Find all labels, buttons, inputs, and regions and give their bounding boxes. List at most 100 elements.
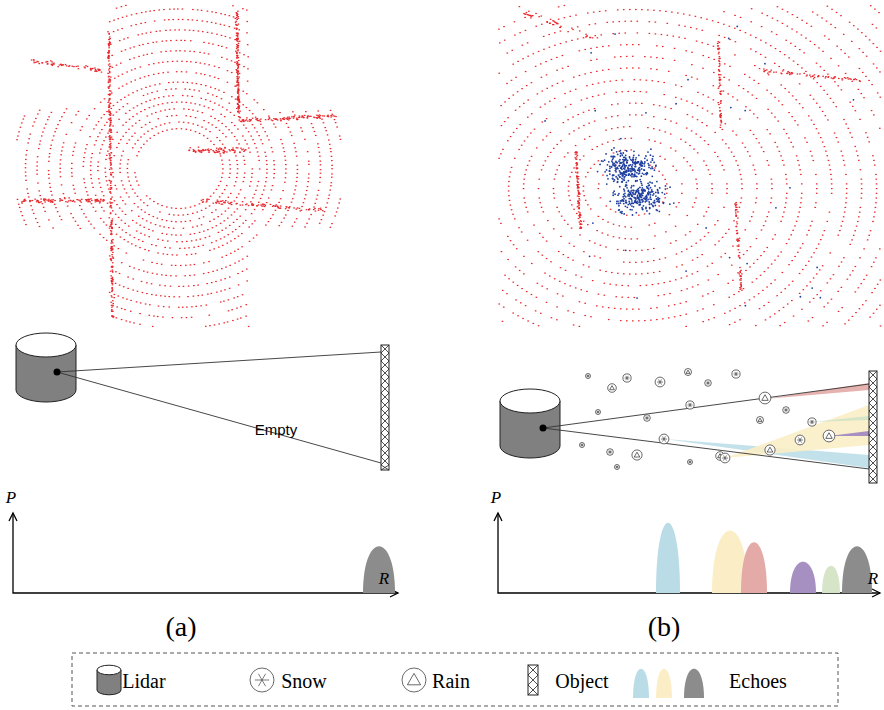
cloud-point — [285, 177, 287, 178]
cloud-point — [162, 41, 164, 42]
cloud-point — [201, 294, 203, 295]
cloud-point — [223, 202, 225, 203]
cloud-point — [157, 104, 159, 105]
cloud-point — [234, 125, 236, 126]
cloud-point — [74, 193, 76, 194]
cloud-point — [168, 306, 170, 307]
cloud-point — [90, 198, 92, 199]
cloud-point — [234, 262, 236, 263]
cloud-point — [263, 109, 265, 110]
cloud-point — [195, 117, 197, 118]
cloud-point — [109, 72, 111, 73]
cloud-point — [213, 219, 215, 220]
cloud-point — [111, 249, 113, 250]
cloud-point — [110, 185, 112, 186]
cloud-point — [227, 218, 229, 219]
cloud-point — [86, 144, 88, 145]
cloud-point — [83, 178, 85, 179]
cloud-point — [109, 71, 111, 72]
cloud-point — [126, 252, 128, 253]
cloud-point — [141, 88, 143, 89]
cloud-point — [119, 163, 121, 164]
cloud-point — [216, 225, 218, 226]
cloud-point — [116, 111, 118, 112]
cloud-point — [201, 210, 203, 211]
cloud-point — [265, 224, 267, 225]
cloud-point — [149, 304, 151, 305]
cloud-point — [221, 268, 223, 269]
cloud-point — [248, 205, 250, 206]
cloud-point — [36, 170, 38, 171]
cloud-point — [127, 176, 129, 177]
cloud-point — [22, 215, 24, 216]
cloud-point — [213, 248, 215, 249]
cloud-point — [174, 29, 176, 30]
cloud-point — [340, 139, 342, 140]
cloud-point — [165, 89, 167, 90]
cloud-point — [109, 90, 111, 91]
cloud-point — [256, 147, 258, 148]
cloud-point — [244, 164, 246, 165]
cloud-point — [131, 243, 133, 244]
cloud-point — [330, 110, 332, 111]
cloud-point — [108, 43, 110, 44]
cloud-point — [238, 108, 240, 109]
cloud-point — [154, 98, 156, 99]
cloud-point — [138, 56, 140, 57]
cloud-point — [320, 169, 322, 170]
cloud-point — [109, 126, 111, 127]
cloud-point — [238, 60, 240, 61]
cloud-point — [110, 108, 112, 109]
cloud-point — [42, 203, 44, 204]
cloud-point — [275, 127, 277, 128]
cloud-point — [130, 300, 132, 301]
cloud-point — [321, 119, 323, 120]
cloud-point — [161, 264, 163, 265]
cloud-point — [287, 210, 289, 211]
cloud-point — [171, 115, 173, 116]
cloud-point — [122, 229, 124, 230]
cloud-point — [220, 24, 222, 25]
cloud-point — [230, 253, 232, 254]
cloud-point — [334, 116, 336, 117]
cloud-point — [222, 144, 224, 145]
cloud-point — [328, 198, 330, 199]
cloud-point — [201, 224, 203, 225]
cloud-point — [207, 229, 209, 230]
cloud-point — [157, 203, 159, 204]
cloud-point — [243, 66, 245, 67]
cloud-point — [40, 201, 42, 202]
cloud-point — [224, 151, 226, 152]
cloud-point — [141, 103, 143, 104]
cloud-point — [211, 242, 213, 243]
cloud-point — [203, 106, 205, 107]
cloud-point — [109, 180, 111, 181]
cloud-point — [151, 113, 153, 114]
cloud-point — [161, 274, 163, 275]
cloud-point — [126, 320, 128, 321]
cloud-point — [264, 131, 266, 132]
cloud-point — [131, 69, 133, 70]
cloud-point — [206, 21, 208, 22]
cloud-point — [148, 75, 150, 76]
cloud-point — [133, 57, 135, 58]
cloud-point — [146, 54, 148, 55]
cloud-point — [140, 147, 142, 148]
cloud-point — [258, 160, 260, 161]
cloud-point — [127, 172, 129, 173]
cloud-point — [42, 131, 44, 132]
cloud-point — [175, 275, 177, 276]
cloud-point — [205, 85, 207, 86]
cloud-point — [185, 129, 187, 130]
cloud-point — [152, 42, 154, 43]
cloud-point — [237, 38, 239, 39]
cloud-point — [101, 129, 103, 130]
cloud-point — [295, 151, 297, 152]
cloud-point — [105, 136, 107, 137]
cloud-point — [237, 318, 239, 319]
cloud-point — [59, 171, 61, 172]
cloud-point — [293, 207, 295, 208]
cloud-point — [163, 96, 165, 97]
cloud-point — [334, 215, 336, 216]
cloud-point — [212, 271, 214, 272]
